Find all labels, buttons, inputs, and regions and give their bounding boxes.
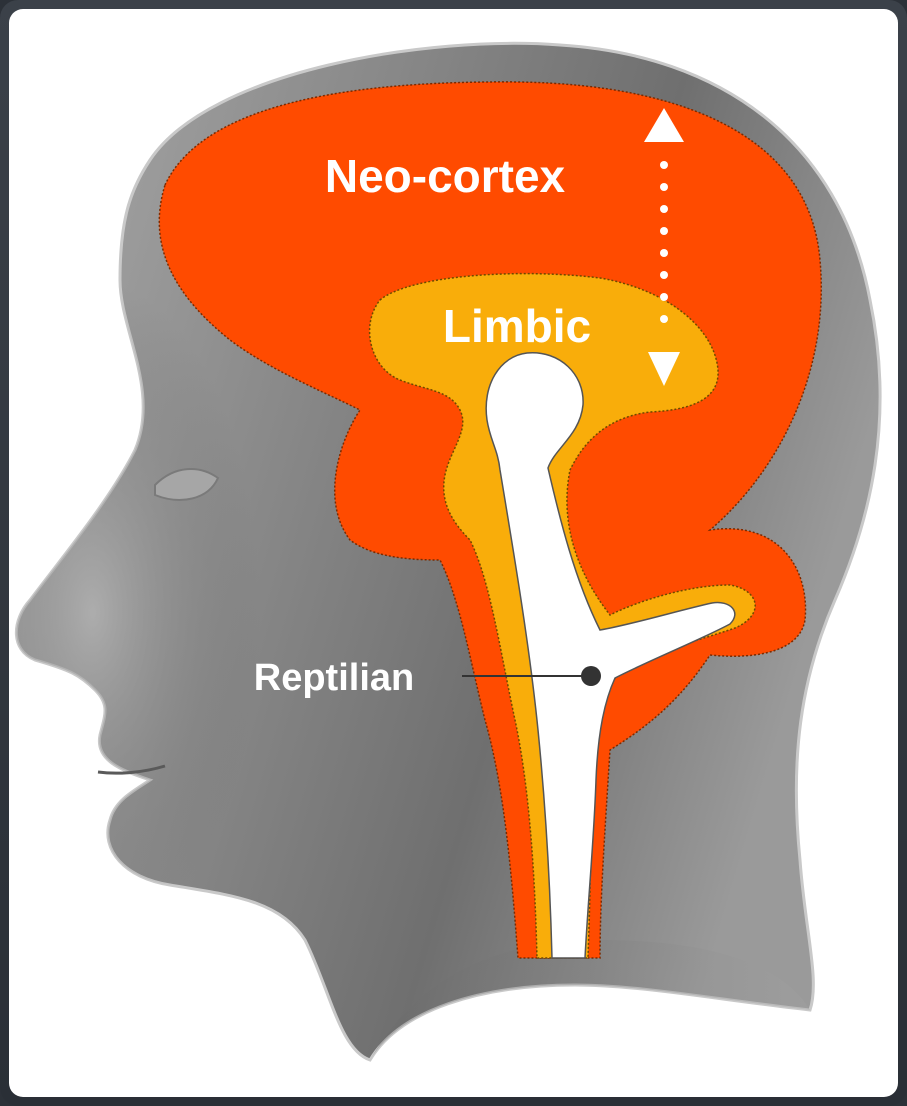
- triune-brain-diagram: Neo-cortex Limbic Reptilian: [9, 9, 898, 1097]
- diagram-canvas: Neo-cortex Limbic Reptilian: [9, 9, 898, 1097]
- reptilian-pointer-dot: [581, 666, 601, 686]
- limbic-label: Limbic: [443, 300, 591, 352]
- neocortex-label: Neo-cortex: [325, 150, 566, 202]
- reptilian-label: Reptilian: [254, 657, 414, 699]
